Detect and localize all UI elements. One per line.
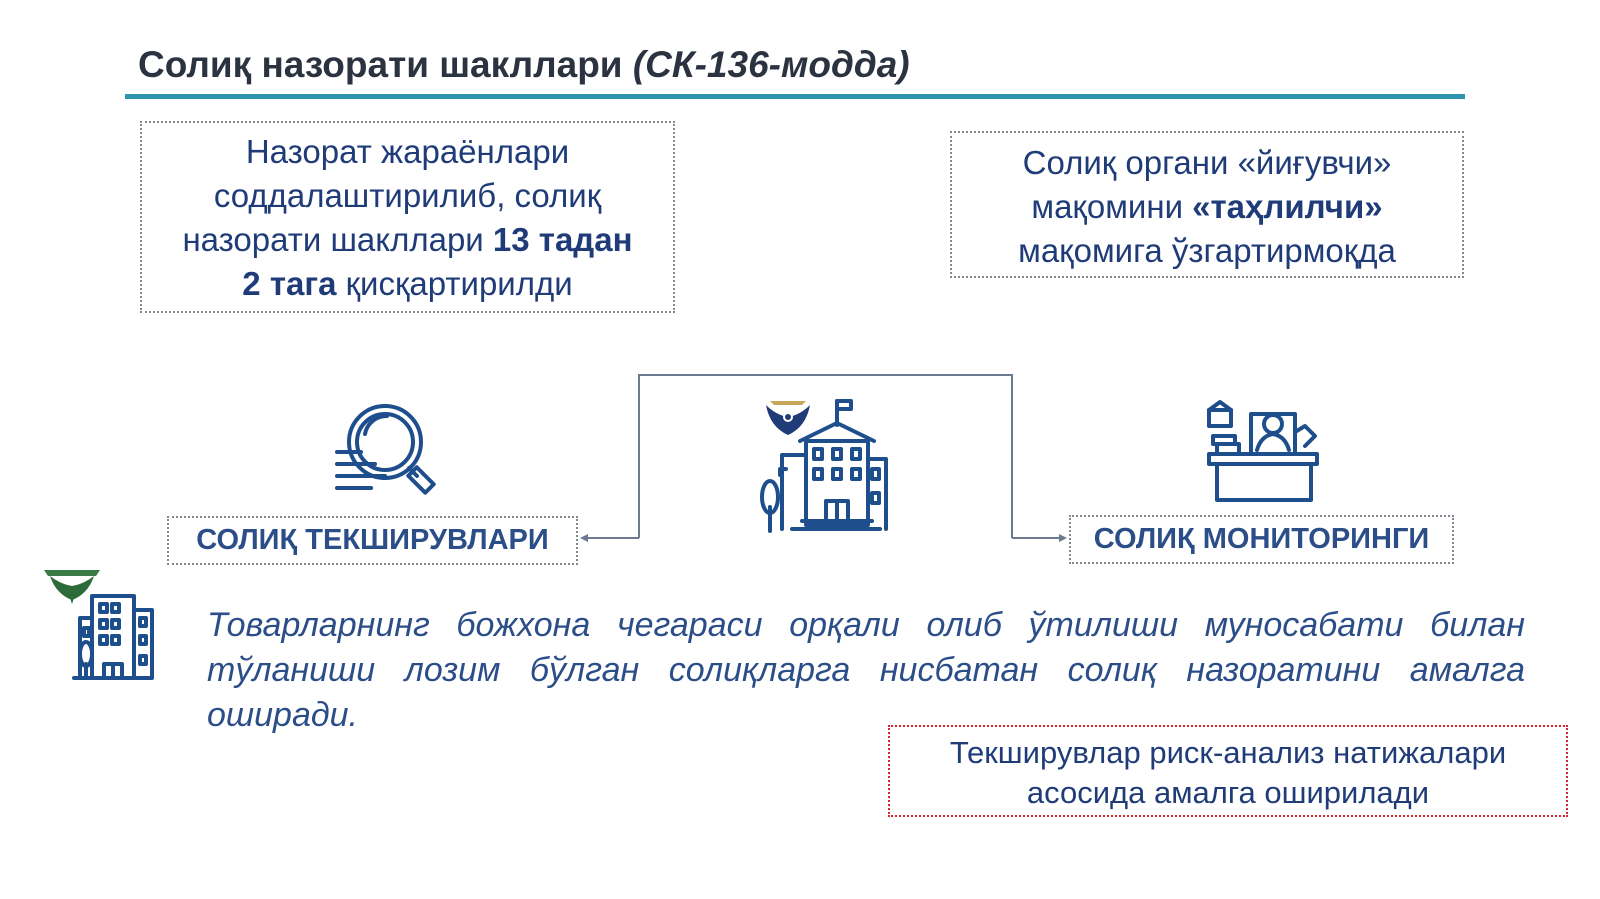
monitoring-desk-icon	[1207, 400, 1319, 502]
note-line: Текширувлар риск-анализ натижалари	[949, 735, 1507, 770]
tax-audits-label: СОЛИҚ ТЕКШИРУВЛАРИ	[167, 516, 578, 565]
note-highlight: 13 тадан	[492, 221, 633, 258]
note-highlight: «таҳлилчи»	[1192, 188, 1383, 225]
note-line: мақомига ўзгартирмоқда	[1018, 232, 1396, 269]
tax-office-building-icon	[760, 399, 888, 533]
customs-emblem-icon	[44, 570, 100, 604]
note-highlight: 2 тага	[242, 265, 337, 302]
page-title: Солиқ назорати шакллари (СК-136-модда)	[138, 44, 910, 86]
note-line: соддалаштирилиб, солиқ	[213, 177, 602, 214]
eagle-emblem-icon	[766, 401, 810, 435]
note-text: назорати шакллари	[182, 221, 493, 258]
customs-control-description: Товарларнинг божхона чегараси орқали оли…	[207, 606, 1525, 734]
risk-analysis-note-box: Текширувлар риск-анализ натижалари асоси…	[888, 725, 1568, 817]
note-line: 2 тага қисқартирилди	[142, 262, 673, 306]
note-line: Солиқ органи «йиғувчи»	[1022, 144, 1392, 181]
simplification-note-box: Назорат жараёнлари соддалаштирилиб, соли…	[140, 121, 675, 313]
note-line: Назорат жараёнлари	[245, 133, 570, 170]
arrow-right-icon	[1059, 534, 1067, 542]
magnifier-icon	[335, 404, 436, 495]
customs-building-icon	[44, 570, 154, 680]
title-main: Солиқ назорати шакллари	[138, 44, 633, 85]
note-line: асосида амалга оширилади	[1026, 775, 1430, 810]
note-text: қисқартирилди	[336, 265, 573, 302]
tax-monitoring-label: СОЛИҚ МОНИТОРИНГИ	[1069, 515, 1454, 564]
note-text: мақомини	[1031, 188, 1193, 225]
title-divider	[125, 94, 1465, 99]
role-change-note-box: Солиқ органи «йиғувчи» мақомини «таҳлилч…	[950, 131, 1464, 278]
note-line: мақомини «таҳлилчи»	[952, 185, 1462, 229]
title-subtitle: (СК-136-модда)	[632, 44, 910, 85]
note-line: назорати шакллари 13 тадан	[142, 218, 673, 262]
arrow-left-icon	[580, 534, 588, 542]
